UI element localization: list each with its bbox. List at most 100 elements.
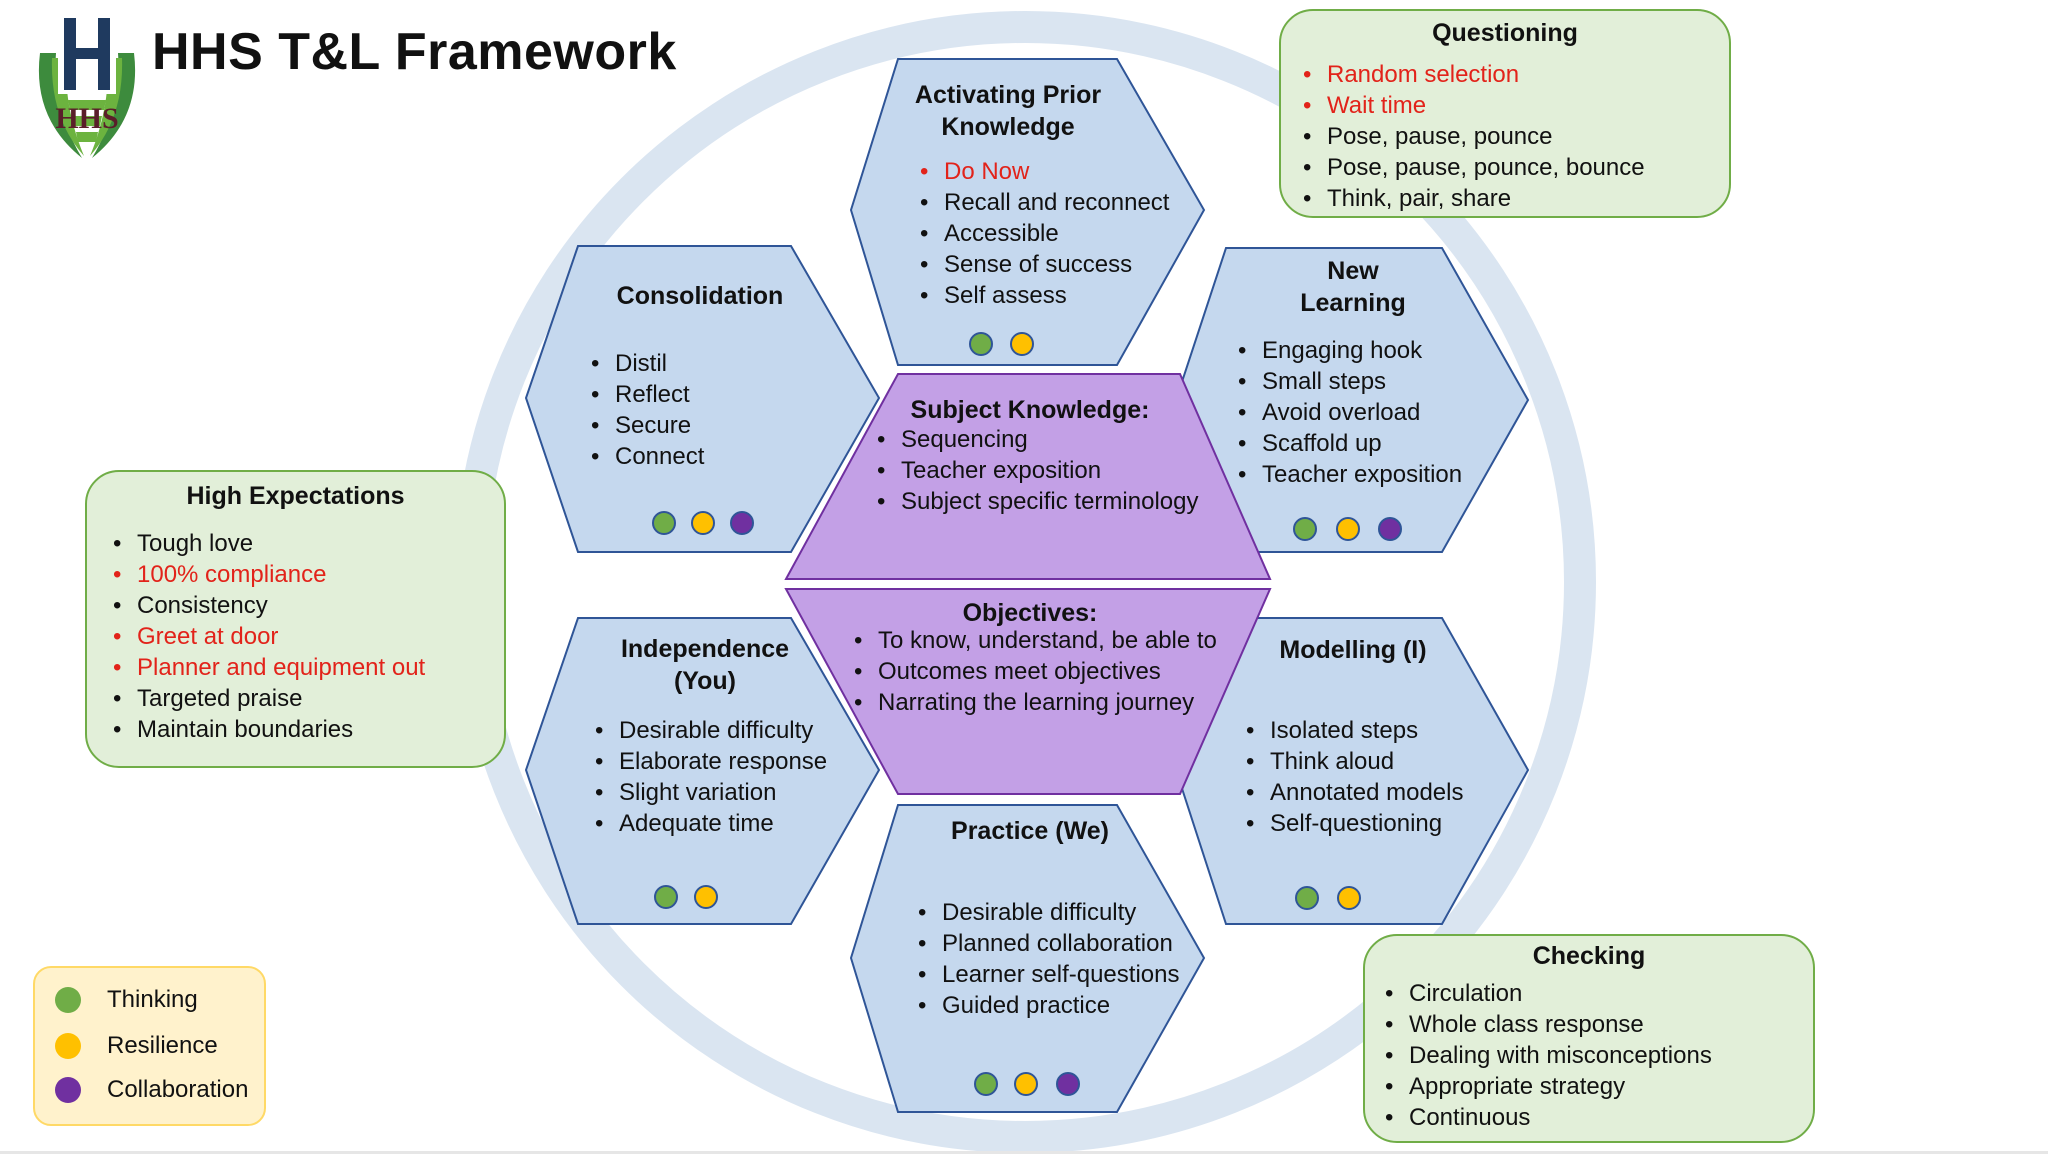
list-item: Small steps — [1232, 366, 1462, 397]
thinking-dot — [1293, 517, 1317, 541]
thinking-dot — [652, 511, 676, 535]
list-item: Outcomes meet objectives — [848, 656, 1217, 687]
list-item: Think, pair, share — [1297, 183, 1645, 214]
list-independence: Desirable difficulty Elaborate response … — [589, 715, 827, 839]
high-expectations-box: High Expectations Tough love 100% compli… — [85, 470, 506, 768]
thinking-dot — [974, 1072, 998, 1096]
high-expectations-title: High Expectations — [186, 482, 405, 510]
list-modelling: Isolated steps Think aloud Annotated mod… — [1240, 715, 1463, 839]
resilience-dot — [1014, 1072, 1038, 1096]
legend-item-thinking: Thinking — [55, 984, 198, 1016]
hexagon-title-new-learning: New Learning — [1300, 257, 1406, 317]
purple-dot-icon — [55, 1077, 81, 1103]
collaboration-dot — [1378, 517, 1402, 541]
list-objectives: To know, understand, be able to Outcomes… — [848, 625, 1217, 718]
list-item: Narrating the learning journey — [848, 687, 1217, 718]
resilience-dot — [1010, 332, 1034, 356]
list-item: Recall and reconnect — [914, 187, 1169, 218]
list-item: Desirable difficulty — [589, 715, 827, 746]
hexagon-title-modelling: Modelling (I) — [1279, 636, 1427, 664]
list-item: Sequencing — [871, 424, 1198, 455]
list-item: Tough love — [107, 528, 425, 559]
legend-item-collaboration: Collaboration — [55, 1074, 248, 1106]
list-item: Scaffold up — [1232, 428, 1462, 459]
list-item: Learner self-questions — [912, 959, 1179, 990]
resilience-dot — [1337, 886, 1361, 910]
thinking-dot — [1295, 886, 1319, 910]
list-item: Random selection — [1297, 59, 1645, 90]
list-item: Pose, pause, pounce, bounce — [1297, 152, 1645, 183]
checking-box: Checking Circulation Whole class respons… — [1363, 934, 1815, 1143]
list-item: Dealing with misconceptions — [1379, 1040, 1712, 1071]
bottom-divider — [0, 1151, 2048, 1154]
list-item: Whole class response — [1379, 1009, 1712, 1040]
list-item: Planned collaboration — [912, 928, 1179, 959]
yellow-dot-icon — [55, 1033, 81, 1059]
list-item: Greet at door — [107, 621, 425, 652]
list-item: Connect — [585, 441, 704, 472]
questioning-title: Questioning — [1432, 19, 1578, 47]
page-title: HHS T&L Framework — [152, 23, 677, 81]
thinking-dot — [654, 885, 678, 909]
list-high-expectations: Tough love 100% compliance Consistency G… — [107, 528, 425, 745]
list-item: Maintain boundaries — [107, 714, 425, 745]
resilience-dot — [691, 511, 715, 535]
list-item: Wait time — [1297, 90, 1645, 121]
list-practice: Desirable difficulty Planned collaborati… — [912, 897, 1179, 1021]
list-item: Secure — [585, 410, 704, 441]
list-item: Teacher exposition — [1232, 459, 1462, 490]
list-item: Slight variation — [589, 777, 827, 808]
list-new-learning: Engaging hook Small steps Avoid overload… — [1232, 335, 1462, 490]
list-item: Accessible — [914, 218, 1169, 249]
resilience-dot — [694, 885, 718, 909]
hexagon-title-consolidation: Consolidation — [616, 282, 784, 310]
list-consolidation: Distil Reflect Secure Connect — [585, 348, 704, 472]
hexagon-title-independence: Independence (You) — [620, 635, 790, 695]
objectives-title: Objectives: — [962, 599, 1098, 627]
list-checking: Circulation Whole class response Dealing… — [1379, 978, 1712, 1133]
hexagon-title-activating: Activating Prior Knowledge — [914, 81, 1102, 141]
thinking-dot — [969, 332, 993, 356]
list-item: Planner and equipment out — [107, 652, 425, 683]
list-item: Reflect — [585, 379, 704, 410]
list-activating: Do Now Recall and reconnect Accessible S… — [914, 156, 1169, 311]
logo-lettering: HHS — [55, 102, 118, 135]
list-item: Sense of success — [914, 249, 1169, 280]
list-item: Consistency — [107, 590, 425, 621]
legend-label: Collaboration — [107, 1076, 249, 1103]
school-logo: HHS — [38, 16, 136, 158]
list-item: Self assess — [914, 280, 1169, 311]
collaboration-dot — [730, 511, 754, 535]
list-subject-knowledge: Sequencing Teacher exposition Subject sp… — [871, 424, 1198, 517]
list-item: Isolated steps — [1240, 715, 1463, 746]
green-dot-icon — [55, 987, 81, 1013]
list-item: Adequate time — [589, 808, 827, 839]
legend: Thinking Resilience Collaboration — [33, 966, 266, 1126]
list-item: Continuous — [1379, 1102, 1712, 1133]
list-item: Think aloud — [1240, 746, 1463, 777]
list-item: Self-questioning — [1240, 808, 1463, 839]
list-item: 100% compliance — [107, 559, 425, 590]
collaboration-dot — [1056, 1072, 1080, 1096]
hexagon-title-practice: Practice (We) — [951, 817, 1109, 845]
questioning-box: Questioning Random selection Wait time P… — [1279, 9, 1731, 218]
list-item: Teacher exposition — [871, 455, 1198, 486]
subject-knowledge-title: Subject Knowledge: — [910, 396, 1150, 424]
list-questioning: Random selection Wait time Pose, pause, … — [1297, 59, 1645, 214]
list-item: Guided practice — [912, 990, 1179, 1021]
list-item: Avoid overload — [1232, 397, 1462, 428]
list-item: To know, understand, be able to — [848, 625, 1217, 656]
list-item: Desirable difficulty — [912, 897, 1179, 928]
list-item: Circulation — [1379, 978, 1712, 1009]
list-item: Distil — [585, 348, 704, 379]
list-item: Subject specific terminology — [871, 486, 1198, 517]
list-item: Appropriate strategy — [1379, 1071, 1712, 1102]
list-item: Pose, pause, pounce — [1297, 121, 1645, 152]
list-item: Do Now — [914, 156, 1169, 187]
resilience-dot — [1336, 517, 1360, 541]
list-item: Engaging hook — [1232, 335, 1462, 366]
list-item: Annotated models — [1240, 777, 1463, 808]
list-item: Targeted praise — [107, 683, 425, 714]
checking-title: Checking — [1532, 942, 1646, 970]
legend-label: Resilience — [107, 1032, 218, 1059]
